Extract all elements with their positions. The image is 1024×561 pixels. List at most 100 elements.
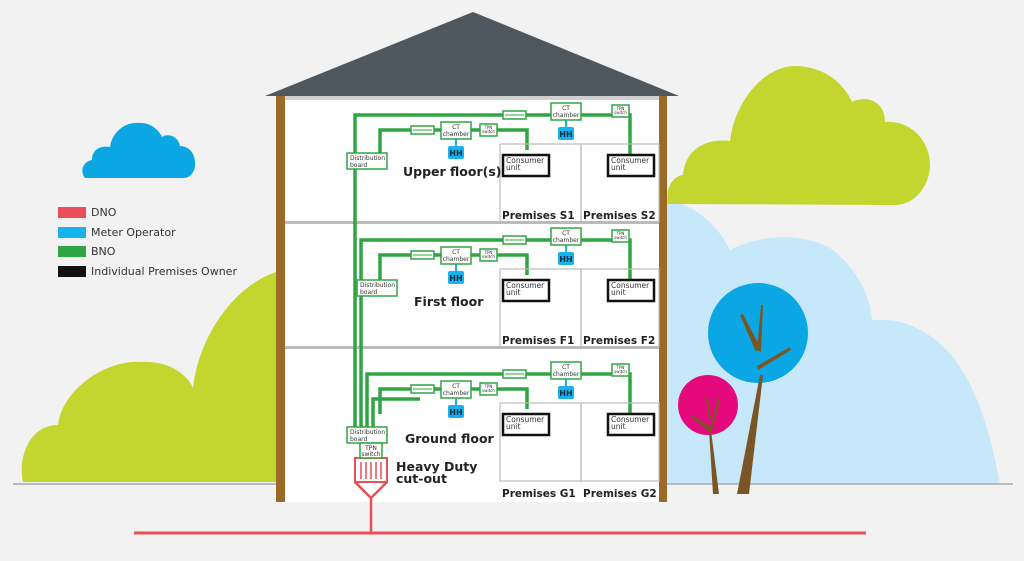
- ct-chamber: [550, 361, 582, 380]
- hh-meter: [448, 271, 464, 284]
- legend-swatch: [58, 226, 86, 238]
- consumer-unit-label: unit: [611, 422, 626, 431]
- premises-label: Premises F1: [502, 335, 574, 347]
- blue-tree: [708, 283, 808, 494]
- green-cloud-right: [667, 66, 930, 205]
- tpn-label: TPN: [616, 231, 625, 236]
- tpn-switch: [611, 363, 630, 377]
- distribution-board-label: Distribution: [360, 282, 395, 289]
- floor-divider-upper: [285, 221, 659, 224]
- premises-label: Premises G2: [583, 488, 657, 500]
- consumer-unit-label: Consumer: [506, 156, 545, 165]
- tpn-label: TPN: [484, 384, 493, 389]
- legend-item-meter-operator: Meter Operator: [58, 223, 237, 243]
- tpn-label: switch: [482, 254, 495, 259]
- tpn-label: TPN: [484, 125, 493, 130]
- distribution-board: [356, 279, 398, 297]
- hh-label: HH: [449, 149, 462, 158]
- hh-label: HH: [559, 389, 572, 398]
- tpn-label: TPN: [364, 445, 377, 452]
- ct-label: CT: [452, 124, 460, 131]
- tpn-label: switch: [614, 110, 627, 115]
- ct-chamber: [440, 380, 472, 399]
- floor-name: Upper floor(s): [403, 164, 502, 179]
- main-tpn-switch: [359, 442, 383, 459]
- consumer-unit-label: unit: [611, 288, 626, 297]
- consumer-unit-label: unit: [506, 288, 521, 297]
- light-blue-cloud-right: [665, 200, 1000, 485]
- bno-risers: [353, 113, 517, 440]
- premises-label: Premises F2: [583, 335, 655, 347]
- cutout-label: cut-out: [396, 471, 447, 486]
- distribution-board-label: board: [350, 162, 368, 169]
- consumer-unit: [501, 412, 551, 437]
- ct-chamber: [550, 227, 582, 246]
- legend-item-premises-owner: Individual Premises Owner: [58, 262, 237, 282]
- consumer-unit: [606, 278, 656, 303]
- hh-meter: [558, 127, 574, 140]
- distribution-board: [346, 152, 388, 170]
- tpn-label: switch: [614, 369, 627, 374]
- consumer-unit-label: unit: [611, 163, 626, 172]
- tpn-switch: [479, 248, 498, 262]
- hh-label: HH: [449, 408, 462, 417]
- distribution-board-label: board: [350, 436, 368, 443]
- hh-meter: [558, 252, 574, 265]
- consumer-unit-label: Consumer: [611, 281, 650, 290]
- right-wall: [659, 96, 667, 502]
- tpn-label: switch: [482, 388, 495, 393]
- heavy-duty-cutout: [354, 457, 388, 483]
- premises-label: Premises G1: [502, 488, 576, 500]
- distribution-board-label: board: [360, 289, 378, 296]
- consumer-unit-label: unit: [506, 163, 521, 172]
- floor-name: First floor: [414, 294, 484, 309]
- tpn-label: switch: [482, 129, 495, 134]
- consumer-unit-label: Consumer: [506, 281, 545, 290]
- tpn-switch: [611, 229, 630, 243]
- premises-label: Premises S2: [583, 210, 656, 222]
- ct-label: chamber: [443, 131, 470, 138]
- tpn-label: TPN: [616, 365, 625, 370]
- tpn-switch: [479, 382, 498, 396]
- distribution-board-label: Distribution: [350, 429, 385, 436]
- hh-meter: [448, 405, 464, 418]
- floor-divider-first: [285, 346, 659, 349]
- roof: [265, 12, 679, 96]
- tpn-label: TPN: [616, 106, 625, 111]
- ct-label: chamber: [553, 237, 580, 244]
- legend-item-bno: BNO: [58, 242, 237, 262]
- consumer-unit-label: Consumer: [611, 415, 650, 424]
- consumer-unit: [606, 412, 656, 437]
- pink-tree: [678, 375, 738, 494]
- ct-label: CT: [562, 230, 570, 237]
- ct-label: chamber: [443, 256, 470, 263]
- ct-label: CT: [452, 249, 460, 256]
- ct-chamber: [440, 246, 472, 265]
- consumer-unit: [606, 153, 656, 178]
- tpn-label: TPN: [484, 250, 493, 255]
- legend-item-dno: DNO: [58, 203, 237, 223]
- legend-swatch: [58, 265, 86, 277]
- consumer-unit: [501, 278, 551, 303]
- left-wall: [276, 96, 285, 502]
- tpn-label: switch: [614, 235, 627, 240]
- hh-meter: [558, 386, 574, 399]
- ct-chamber: [440, 121, 472, 140]
- premises-label: Premises S1: [502, 210, 575, 222]
- consumer-unit-label: Consumer: [506, 415, 545, 424]
- consumer-unit: [501, 153, 551, 178]
- hh-label: HH: [559, 255, 572, 264]
- tpn-label: switch: [361, 451, 380, 458]
- hh-label: HH: [559, 130, 572, 139]
- heavy-duty-label: Heavy Duty: [396, 459, 477, 474]
- ct-label: chamber: [553, 371, 580, 378]
- hh-label: HH: [449, 274, 462, 283]
- legend-swatch: [58, 207, 86, 219]
- ct-label: chamber: [553, 112, 580, 119]
- blue-cloud-top-left: [82, 122, 196, 178]
- ct-label: chamber: [443, 390, 470, 397]
- floor-name: Ground floor: [405, 431, 495, 446]
